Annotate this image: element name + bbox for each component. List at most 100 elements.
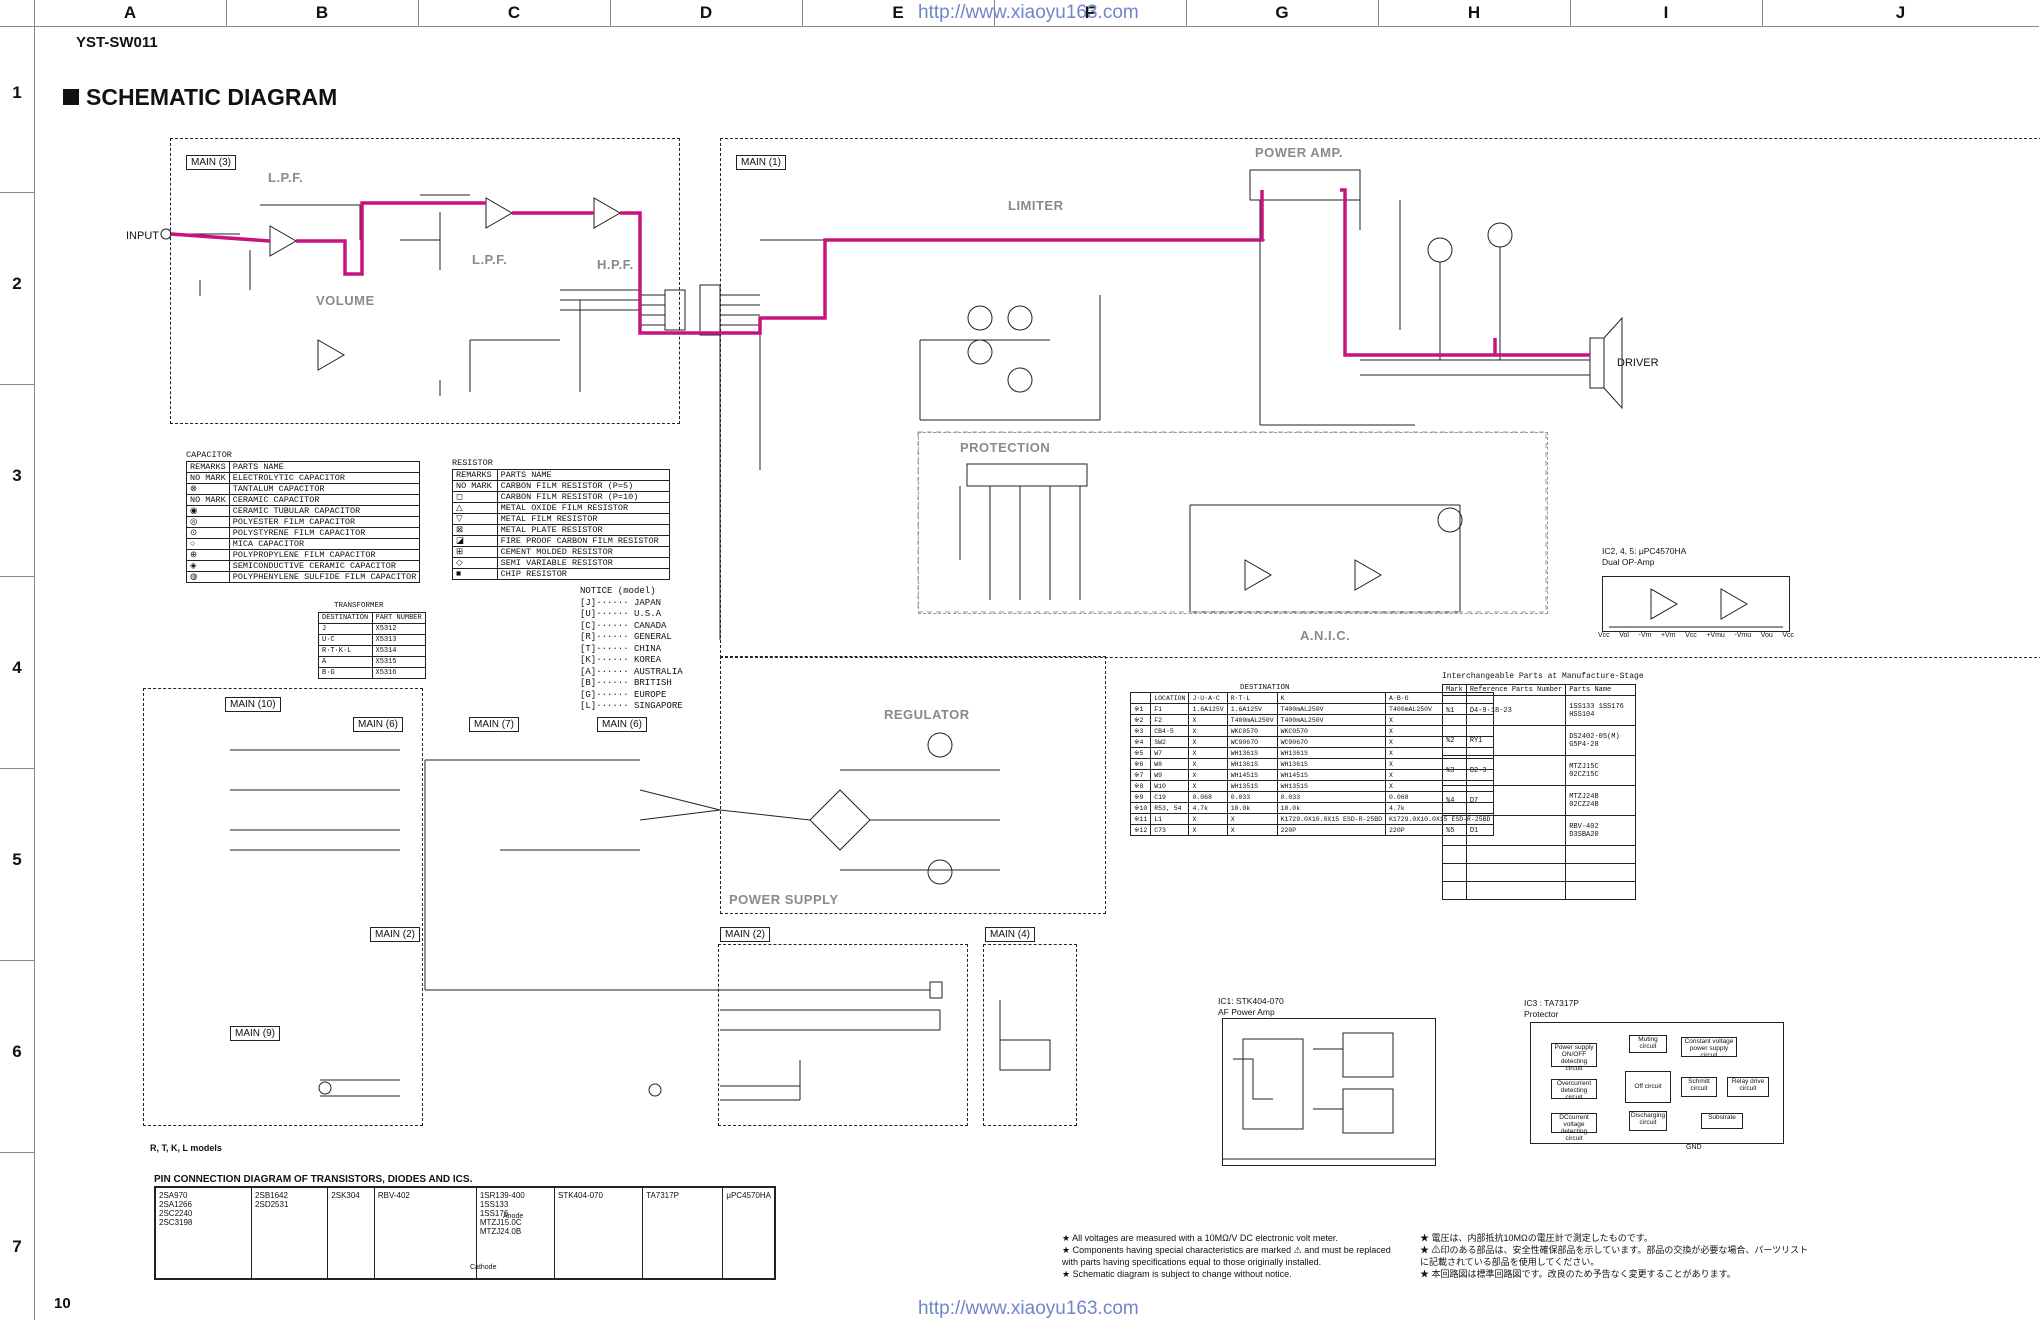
main10-box [143,688,423,1126]
table-header-row: REMARKS PARTS NAME [186,461,421,473]
table-cell: C19 [1150,791,1190,803]
table-cell: ◍ [186,571,230,583]
main3-label: MAIN (3) [186,155,236,170]
table-cell: ※9 [1129,791,1152,803]
ic-pinout-box [1602,576,1790,632]
page-number: 10 [54,1295,71,1312]
row-6: 6 [0,960,35,1153]
ic3-block: Constant voltage power supply circuit [1681,1037,1737,1059]
table-cell: 10.0k [1276,802,1387,814]
table-row [1442,881,1636,900]
table-cell: X5313 [371,634,426,646]
table-cell: %2 [1442,725,1467,756]
row-7: 7 [0,1152,35,1320]
volume-title: VOLUME [316,293,375,308]
pin-group-bridge: RBV-402 [375,1188,477,1278]
table-cell: J [318,623,373,635]
row-3: 3 [0,384,35,577]
pin-label: -Vm [1638,632,1652,639]
lpf-title-1: L.P.F. [268,170,304,185]
note-line: ★ 本回路図は標準回路図です。改良のため予告なく変更することがあります。 [1420,1269,1736,1279]
table-cell: RY1 [1465,725,1567,756]
corner-cell [0,0,35,27]
power-amp-title: POWER AMP. [1255,145,1344,160]
table-header-cell: Reference Parts Number [1465,684,1567,696]
pin-label: Vcc [1782,632,1794,639]
table-header-cell: REMARKS [452,469,498,481]
table-cell: METAL PLATE RESISTOR [496,524,671,536]
table-cell: WKC0570 [1226,725,1278,737]
ic3-block-diagram: Power supply ON/OFF detecting circuit Mu… [1530,1022,1784,1144]
table-cell: F1 [1150,703,1190,715]
table-cell: X [1188,813,1228,825]
note-line: ★ All voltages are measured with a 10MΩ/… [1062,1233,1338,1243]
notes-japanese: ★ 電圧は、内部抵抗10MΩの電圧計で測定したものです。 ★ ⚠印のある部品は、… [1420,1232,1808,1280]
ic1-subtitle: AF Power Amp [1218,1007,1275,1017]
table-header-cell: Parts Name [1565,684,1636,696]
table-cell: D1 [1465,815,1567,846]
table-cell: ◇ [452,557,498,569]
notes-english: ★ All voltages are measured with a 10MΩ/… [1062,1232,1391,1280]
pin-label: Vcc [1598,632,1610,639]
table-row: ◻CARBON FILM RESISTOR (P=10) [452,491,671,503]
table-cell: WH1351S [1276,780,1387,792]
ic-pinout-subtitle: Dual OP-Amp [1602,557,1655,567]
table-cell: MTZJ24B 02CZ24B [1565,785,1636,816]
lpf-title-2: L.P.F. [472,252,508,267]
table-cell: L1 [1150,813,1190,825]
pin-group-diode: 1SR139-400 1SS133 1SS176 MTZJ15.0C MTZJ2… [477,1188,556,1278]
table-cell: D2·3 [1465,755,1567,786]
table-cell: X [1226,824,1278,836]
table-cell: X [1188,725,1228,737]
table-cell: 1.6A125V [1226,703,1278,715]
table-header-cell: REMARKS [186,461,230,473]
table-row: ▽METAL FILM RESISTOR [452,513,671,525]
anic-title: A.N.I.C. [1300,628,1351,643]
notice-item: [U]······ U.S.A [580,609,662,619]
ic1-circuit-graphic [1223,1032,1435,1160]
table-cell: CERAMIC TUBULAR CAPACITOR [228,505,421,517]
protection-title: PROTECTION [960,440,1051,455]
table-row: ◍POLYPHENYLENE SULFIDE FILM CAPACITOR [186,571,421,583]
resistor-table-title: RESISTOR [452,458,493,468]
pin-label: +Vm [1660,632,1676,639]
table-cell: ※2 [1129,714,1152,726]
table-cell: NO MARK [452,480,498,492]
table-header-row: REMARKS PARTS NAME [452,469,671,481]
driver-label: DRIVER [1617,357,1659,369]
table-row: ◎POLYESTER FILM CAPACITOR [186,516,421,528]
table-cell: WH1451S [1226,769,1278,781]
page-title: SCHEMATIC DIAGRAM [86,84,338,110]
main2b-box [718,944,968,1126]
table-cell: ◈ [186,560,230,572]
pin-label: Vou [1760,632,1773,639]
table-cell: WH1361S [1226,747,1278,759]
table-cell: WC9067O [1226,736,1278,748]
table-cell: X [1188,758,1228,770]
table-cell: POLYESTER FILM CAPACITOR [228,516,421,528]
table-cell: ◪ [452,535,498,547]
pin-group-upc4570: μPC4570HA [726,1191,771,1200]
table-cell: 0.068 [1188,791,1228,803]
row-1: 1 [0,26,35,193]
pin-label: -Vmu [1734,632,1752,639]
op-amp-triangle-icons [1609,588,1783,628]
table-cell: R·T·K·L [318,645,373,657]
table-cell: ※3 [1129,725,1152,737]
main4-label: MAIN (4) [985,927,1035,942]
col-a: A [34,0,227,27]
table-cell: CHIP RESISTOR [496,568,671,580]
notice-item: [G]······ EUROPE [580,689,667,700]
notice-item: [T]······ CHINA [580,643,662,654]
table-cell: X [1226,813,1278,825]
table-header-cell: K [1276,692,1387,704]
